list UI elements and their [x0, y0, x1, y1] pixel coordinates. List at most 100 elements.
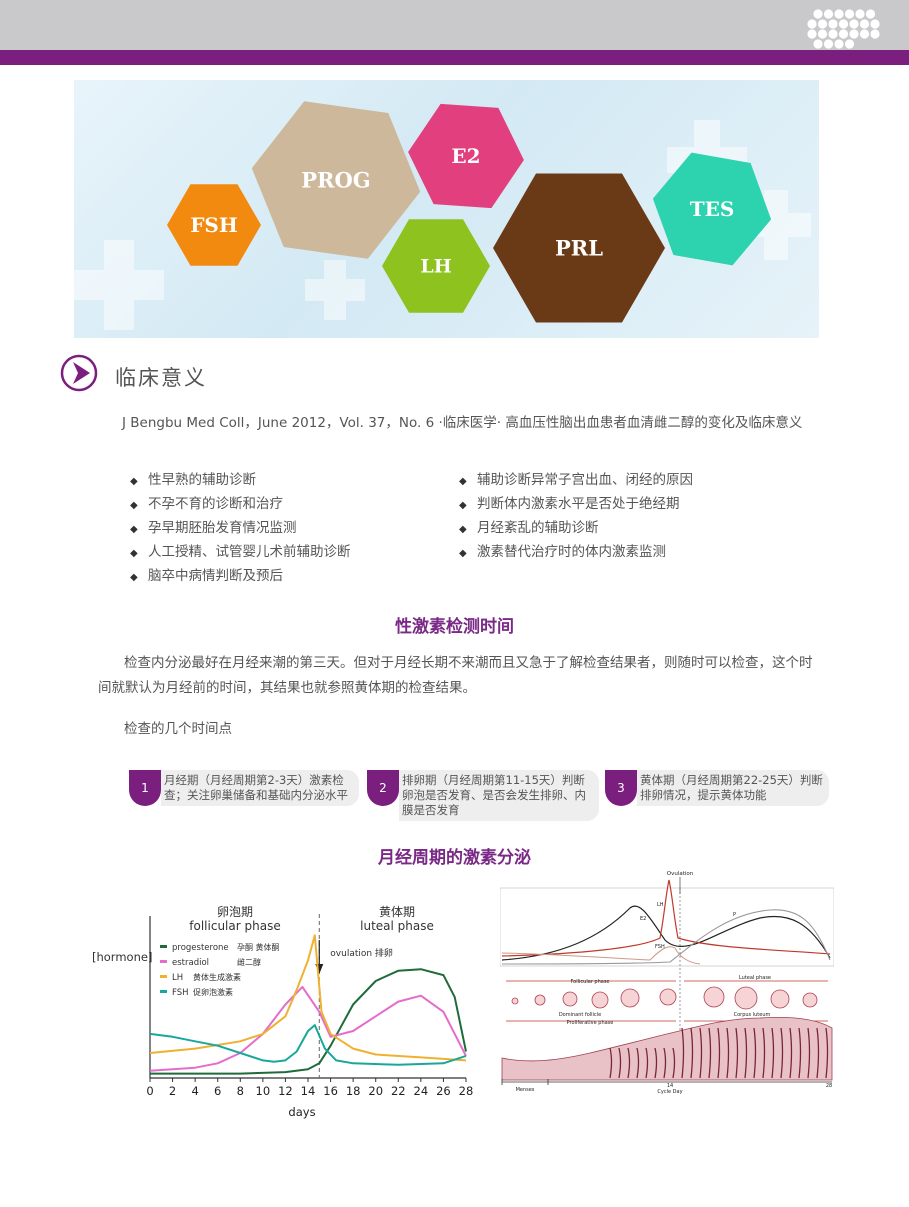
series-line-estradiol [149, 985, 467, 1072]
gland-stroke [798, 1027, 802, 1079]
gland-stroke [780, 1027, 784, 1079]
timing-paragraph: 检查内分泌最好在月经来潮的第三天。但对于月经长期不来潮而且又急于了解检查结果者，… [98, 655, 813, 696]
list-item: ◆脑卒中病情判断及预后 [130, 564, 351, 588]
header-gray-band [0, 0, 909, 50]
step-text: 排卵期（月经周期第11-15天）判断卵泡是否发育、是否会发生排卵、内膜是否发育 [399, 770, 599, 821]
curve-p [501, 909, 831, 965]
step-1: 1 月经期（月经周期第2-3天）激素检查；关注卵巢储备和基础内分泌水平 [129, 770, 359, 816]
gland-stroke [636, 1047, 640, 1079]
follicle-icon [562, 991, 578, 1007]
x-tick-label: 6 [214, 1084, 221, 1098]
legend-swatch [160, 990, 167, 993]
x-tick-label: 20 [368, 1084, 383, 1098]
follicle-icon [534, 994, 546, 1006]
hexagon-label: FSH [190, 213, 238, 237]
diamond-icon: ◆ [130, 476, 138, 487]
cycle-heading: 月经周期的激素分泌 [378, 848, 531, 868]
series-line-progesterone [150, 968, 467, 1075]
gland-stroke [690, 1027, 694, 1079]
x-tick-label: 12 [278, 1084, 293, 1098]
gland-stroke [681, 1027, 685, 1079]
ovulation-annotation: ovulation 排卵 [330, 947, 393, 959]
legend-swatch [160, 975, 167, 978]
gland-stroke [609, 1047, 613, 1079]
diamond-icon: ◆ [459, 476, 467, 487]
label-menses: Menses [516, 1087, 535, 1093]
hexagon-prl [493, 173, 665, 323]
gland-stroke [807, 1027, 811, 1079]
section-title: 临床意义 [115, 366, 207, 390]
legend-entry-cn: 促卵泡激素 [193, 987, 233, 997]
gland-stroke [789, 1027, 793, 1079]
x-tick-label: 0 [146, 1084, 153, 1098]
phase-label-en: luteal phase [360, 919, 434, 933]
gland-stroke [663, 1047, 667, 1079]
gland-stroke [735, 1027, 739, 1079]
phase-label-en: follicular phase [189, 919, 280, 933]
diamond-icon: ◆ [130, 572, 138, 583]
legend-entry: FSH [172, 988, 189, 998]
follicle-icon [659, 988, 677, 1006]
y-axis-label: [hormone] [92, 950, 152, 964]
label-day-14: 14 [667, 1083, 673, 1089]
label-p: P [733, 912, 736, 918]
bullet-list-left: ◆性早熟的辅助诊断 ◆不孕不育的诊断和治疗 ◆孕早期胚胎发育情况监测 ◆人工授精… [130, 468, 351, 588]
endometrium-glands [609, 1027, 829, 1079]
bullet-list-right: ◆辅助诊断异常子宫出血、闭经的原因 ◆判断体内激素水平是否处于绝经期 ◆月经紊乱… [459, 468, 693, 564]
gland-stroke [672, 1047, 676, 1079]
legend-swatch [160, 960, 167, 963]
hexagon-e2 [408, 103, 524, 209]
follicle-icon [703, 986, 725, 1008]
x-tick-label: 8 [237, 1084, 244, 1098]
gland-stroke [753, 1027, 757, 1079]
gland-stroke [816, 1027, 820, 1079]
gland-stroke [645, 1047, 649, 1079]
hormone-panel [500, 887, 834, 967]
label-ovulation: Ovulation [667, 871, 694, 877]
list-item: ◆人工授精、试管婴儿术前辅助诊断 [130, 540, 351, 564]
timing-subheading: 检查的几个时间点 [124, 721, 232, 737]
phase-label-cn: 黄体期 [379, 905, 415, 919]
hexagon-label: TES [690, 197, 735, 221]
follicle-icon [620, 988, 640, 1008]
label-luteal-phase: Luteal phase [739, 975, 771, 981]
curve-fsh [501, 946, 701, 965]
diamond-icon: ◆ [130, 524, 138, 535]
arrow-circle-icon [60, 354, 98, 392]
x-tick-label: 18 [346, 1084, 361, 1098]
label-fsh: FSH [655, 944, 665, 950]
timing-heading: 性激素检测时间 [395, 617, 514, 637]
x-tick-label: 2 [169, 1084, 176, 1098]
hexagon-tes [652, 152, 772, 266]
gland-stroke [744, 1027, 748, 1079]
series-line-fsh [149, 1024, 467, 1066]
hexagon-fsh [167, 184, 261, 266]
hexagon-label: E2 [451, 144, 480, 168]
header-purple-band [0, 50, 909, 65]
legend-entry: LH [172, 973, 183, 983]
diamond-icon: ◆ [459, 524, 467, 535]
hexagon-label: PROG [301, 167, 370, 192]
diamond-icon: ◆ [459, 500, 467, 511]
x-tick-label: 28 [459, 1084, 474, 1098]
follicle-icon [591, 991, 609, 1009]
step-3: 3 黄体期（月经周期第22-25天）判断排卵情况，提示黄体功能 [605, 770, 829, 816]
legend-entry-cn: 孕酮 黄体酮 [237, 942, 280, 952]
hexagon-label: LH [420, 256, 451, 278]
gland-stroke [699, 1027, 703, 1079]
gland-stroke [825, 1027, 829, 1079]
step-text: 月经期（月经周期第2-3天）激素检查；关注卵巢储备和基础内分泌水平 [161, 770, 359, 806]
follicle-icon [770, 989, 790, 1009]
hexagon-prog [251, 101, 421, 259]
hexagon-lh [382, 219, 490, 313]
x-tick-label: 4 [191, 1084, 198, 1098]
list-item: ◆月经紊乱的辅助诊断 [459, 516, 693, 540]
follicle-icon [734, 986, 758, 1010]
x-tick-label: 10 [256, 1084, 271, 1098]
x-tick-label: 26 [436, 1084, 451, 1098]
hexagon-label: PRL [555, 235, 603, 260]
label-corpus-luteum: Corpus luteum [734, 1012, 771, 1018]
gland-stroke [627, 1047, 631, 1079]
